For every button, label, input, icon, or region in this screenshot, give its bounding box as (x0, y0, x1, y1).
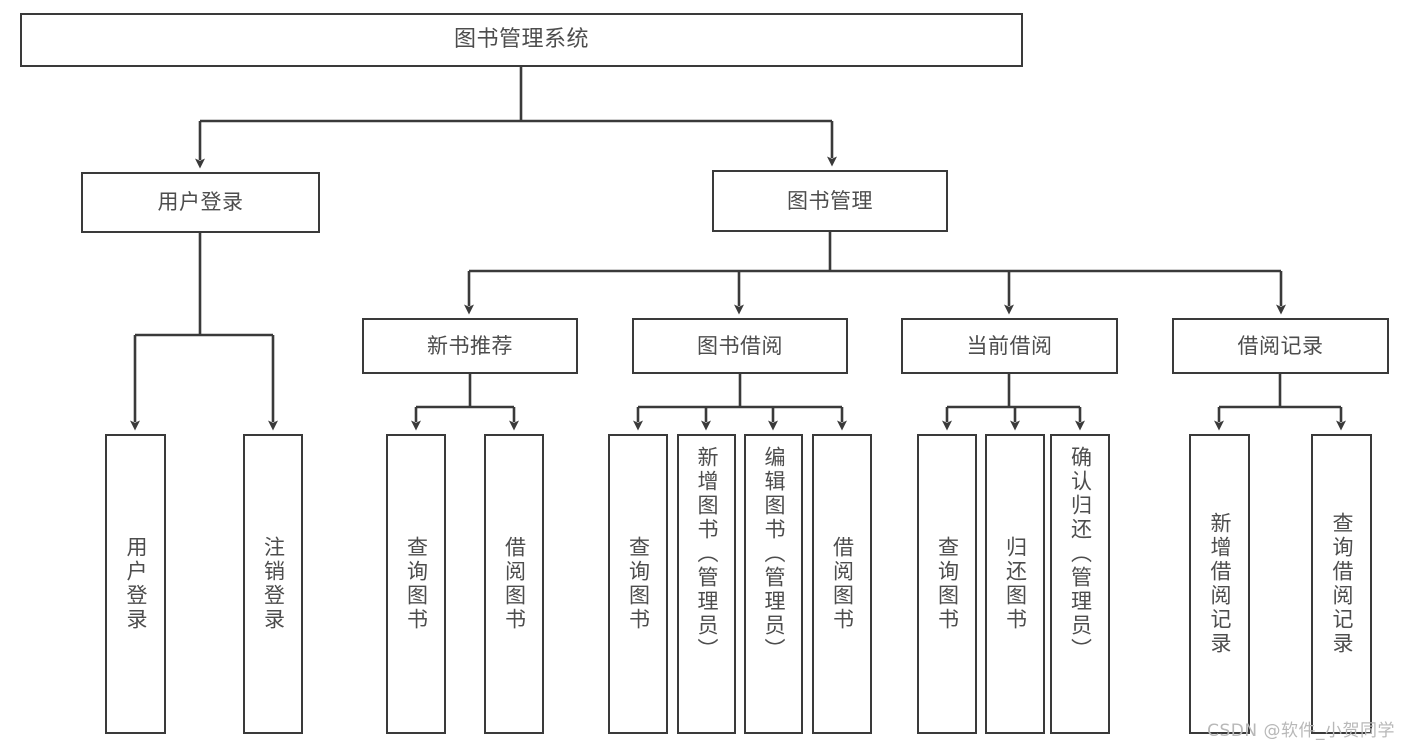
node-borrow-record[interactable]: 借阅记录 (1172, 318, 1389, 374)
node-leaf-edit-book[interactable]: 编辑图书（管理员） (744, 434, 803, 734)
node-leaf-confirm-return-label: 确认归还（管理员） (1068, 446, 1093, 662)
node-leaf-return-book-label: 归还图书 (1003, 536, 1028, 632)
node-leaf-logout-label: 注销登录 (261, 536, 286, 632)
node-leaf-query-book-3-label: 查询图书 (935, 536, 960, 632)
node-root[interactable]: 图书管理系统 (20, 13, 1023, 67)
node-leaf-query-record-label: 查询借阅记录 (1330, 512, 1354, 656)
node-borrow-record-label: 借阅记录 (1237, 333, 1324, 358)
node-leaf-user-login-label: 用户登录 (124, 536, 148, 632)
node-leaf-borrow-book-2-label: 借阅图书 (830, 536, 855, 632)
node-leaf-query-record[interactable]: 查询借阅记录 (1311, 434, 1372, 734)
node-leaf-borrow-book-2[interactable]: 借阅图书 (812, 434, 872, 734)
node-book-borrow[interactable]: 图书借阅 (632, 318, 848, 374)
node-leaf-add-record-label: 新增借阅记录 (1208, 512, 1232, 656)
node-user-login[interactable]: 用户登录 (81, 172, 320, 233)
node-new-book-rec-label: 新书推荐 (427, 333, 513, 358)
node-leaf-confirm-return[interactable]: 确认归还（管理员） (1050, 434, 1110, 734)
node-leaf-return-book[interactable]: 归还图书 (985, 434, 1045, 734)
node-leaf-borrow-book-1[interactable]: 借阅图书 (484, 434, 544, 734)
node-root-label: 图书管理系统 (453, 27, 589, 53)
node-leaf-borrow-book-1-label: 借阅图书 (502, 536, 527, 632)
watermark-text: CSDN @软件_小贺同学 (1207, 721, 1395, 741)
node-leaf-query-book-2-label: 查询图书 (626, 536, 651, 632)
node-current-borrow-label: 当前借阅 (966, 333, 1053, 358)
node-leaf-add-record[interactable]: 新增借阅记录 (1189, 434, 1250, 734)
node-leaf-add-book[interactable]: 新增图书（管理员） (677, 434, 736, 734)
node-book-manage[interactable]: 图书管理 (712, 170, 948, 232)
node-leaf-query-book-3[interactable]: 查询图书 (917, 434, 977, 734)
node-book-manage-label: 图书管理 (787, 188, 873, 213)
node-new-book-rec[interactable]: 新书推荐 (362, 318, 578, 374)
node-leaf-query-book-1[interactable]: 查询图书 (386, 434, 446, 734)
node-leaf-logout[interactable]: 注销登录 (243, 434, 303, 734)
node-user-login-label: 用户登录 (157, 190, 244, 215)
node-book-borrow-label: 图书借阅 (697, 333, 783, 358)
node-leaf-add-book-label: 新增图书（管理员） (695, 446, 719, 662)
node-leaf-query-book-1-label: 查询图书 (404, 536, 429, 632)
node-leaf-edit-book-label: 编辑图书（管理员） (762, 446, 786, 662)
node-leaf-user-login[interactable]: 用户登录 (105, 434, 166, 734)
node-leaf-query-book-2[interactable]: 查询图书 (608, 434, 668, 734)
node-current-borrow[interactable]: 当前借阅 (901, 318, 1118, 374)
